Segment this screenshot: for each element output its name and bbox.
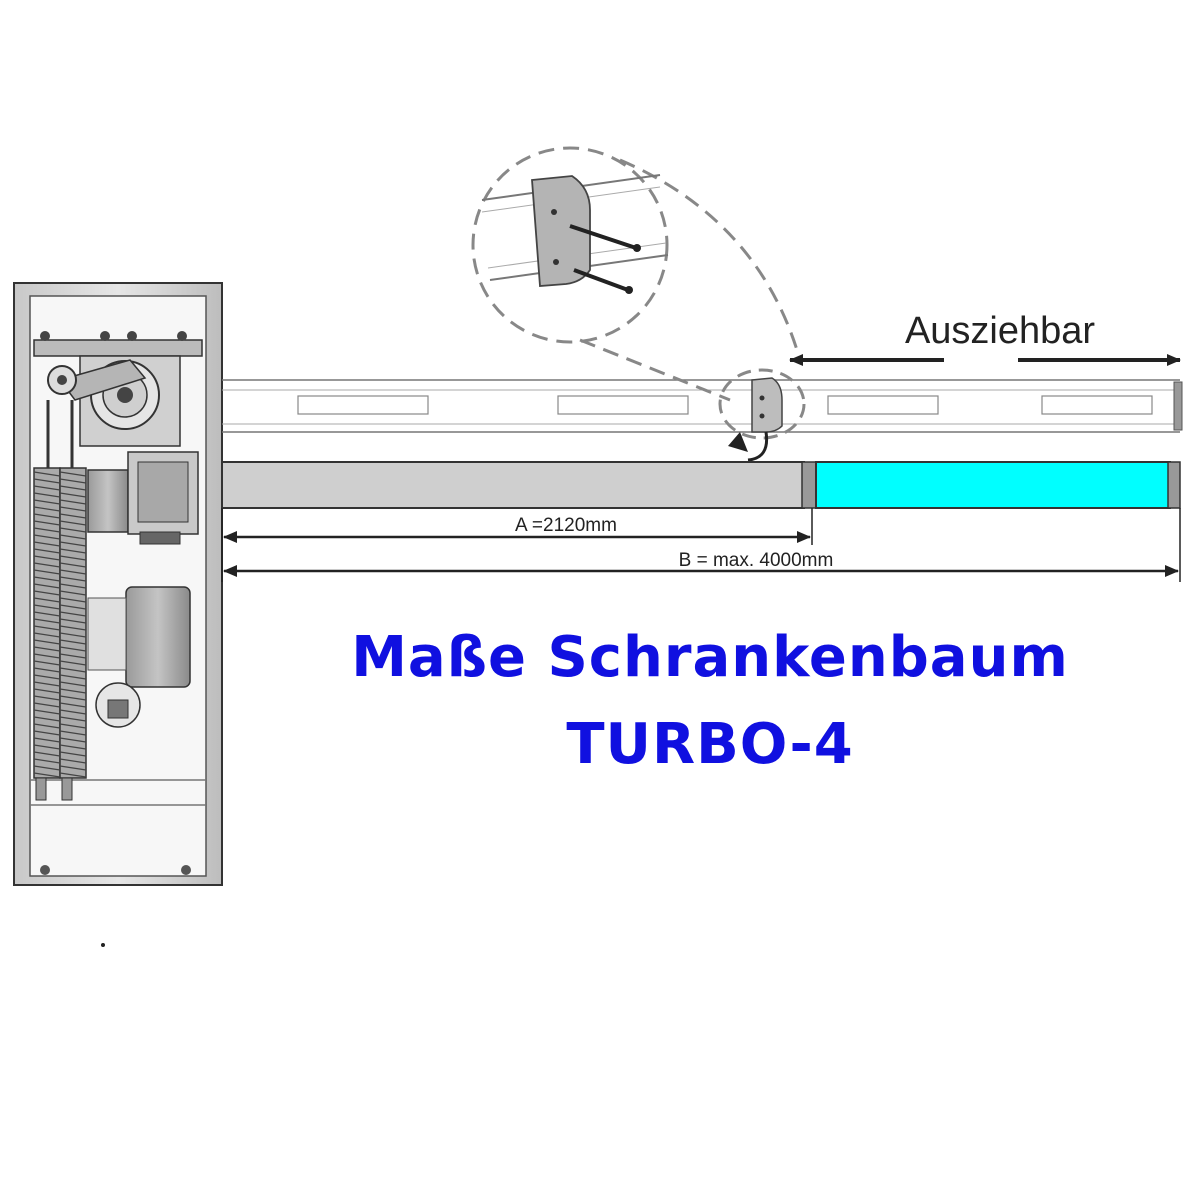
- title-line-2: TURBO-4: [566, 712, 854, 777]
- dimension-b: B = max. 4000mm: [223, 508, 1181, 582]
- boom-bars: [221, 461, 1181, 509]
- motor: [87, 586, 191, 728]
- extendable-label: Ausziehbar: [905, 310, 1095, 352]
- gear-mechanism: [47, 355, 181, 447]
- springs: [33, 400, 87, 801]
- detail-magnifier: [471, 146, 802, 402]
- stray-dot: [101, 943, 105, 947]
- dimension-b-label: B = max. 4000mm: [679, 550, 834, 571]
- boom-shaft: [87, 451, 199, 545]
- mounting-plate: [33, 331, 203, 357]
- dimension-a-label: A =2120mm: [515, 515, 617, 536]
- rotation-arrow-icon: [728, 431, 769, 462]
- boom-connector: [718, 368, 806, 440]
- title-line-1: Maße Schrankenbaum: [351, 625, 1069, 690]
- extension-boom: [815, 461, 1171, 509]
- dimension-a: A =2120mm: [221, 508, 813, 582]
- extendable-indicator: Ausziehbar: [789, 310, 1181, 366]
- fixed-boom: [221, 461, 805, 509]
